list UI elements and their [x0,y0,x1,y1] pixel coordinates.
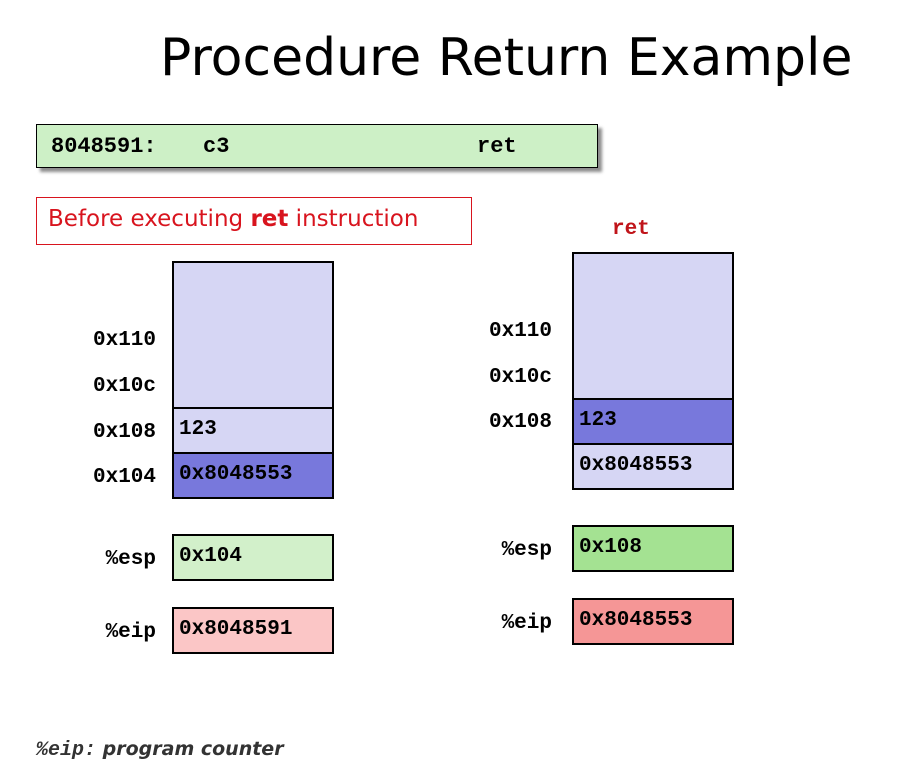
before-address-0x104: 0x104 [92,466,156,489]
footer-code: %eip: [36,739,97,762]
footer-note: %eip: program counter [36,736,284,762]
before-address-0x10c: 0x10c [92,375,156,398]
before-eip-label: %eip [105,621,156,644]
after-stack-cell-0x108: 123 [572,398,734,445]
instruction-opcode: c3 [203,134,230,159]
before-esp-label: %esp [105,548,156,571]
before-stack-cell-0x108: 123 [172,407,334,454]
after-eip-label: %eip [501,612,552,635]
instruction-box: 8048591: c3 ret [36,124,598,168]
instruction-mnemonic: ret [477,134,517,159]
before-address-0x110: 0x110 [92,329,156,352]
before-label: Before executing ret instruction [36,197,472,245]
before-stack-upper [172,261,334,409]
after-address-0x110: 0x110 [488,320,552,343]
before-address-0x108: 0x108 [92,421,156,444]
before-label-keyword: ret [250,206,289,232]
after-esp-register: 0x108 [572,525,734,572]
before-esp-register: 0x104 [172,534,334,581]
after-stack-upper [572,252,734,400]
instruction-address: 8048591: [51,134,157,159]
before-label-suffix: instruction [288,206,419,232]
after-address-0x108: 0x108 [488,411,552,434]
slide-title: Procedure Return Example [160,28,853,88]
after-esp-label: %esp [501,539,552,562]
after-eip-register: 0x8048553 [572,598,734,645]
before-label-prefix: Before executing [48,206,251,232]
after-label: ret [612,218,650,241]
after-stack-cell-popped: 0x8048553 [572,443,734,490]
footer-text: program counter [96,738,284,760]
after-address-0x10c: 0x10c [488,366,552,389]
before-stack-cell-0x104: 0x8048553 [172,452,334,499]
before-eip-register: 0x8048591 [172,607,334,654]
